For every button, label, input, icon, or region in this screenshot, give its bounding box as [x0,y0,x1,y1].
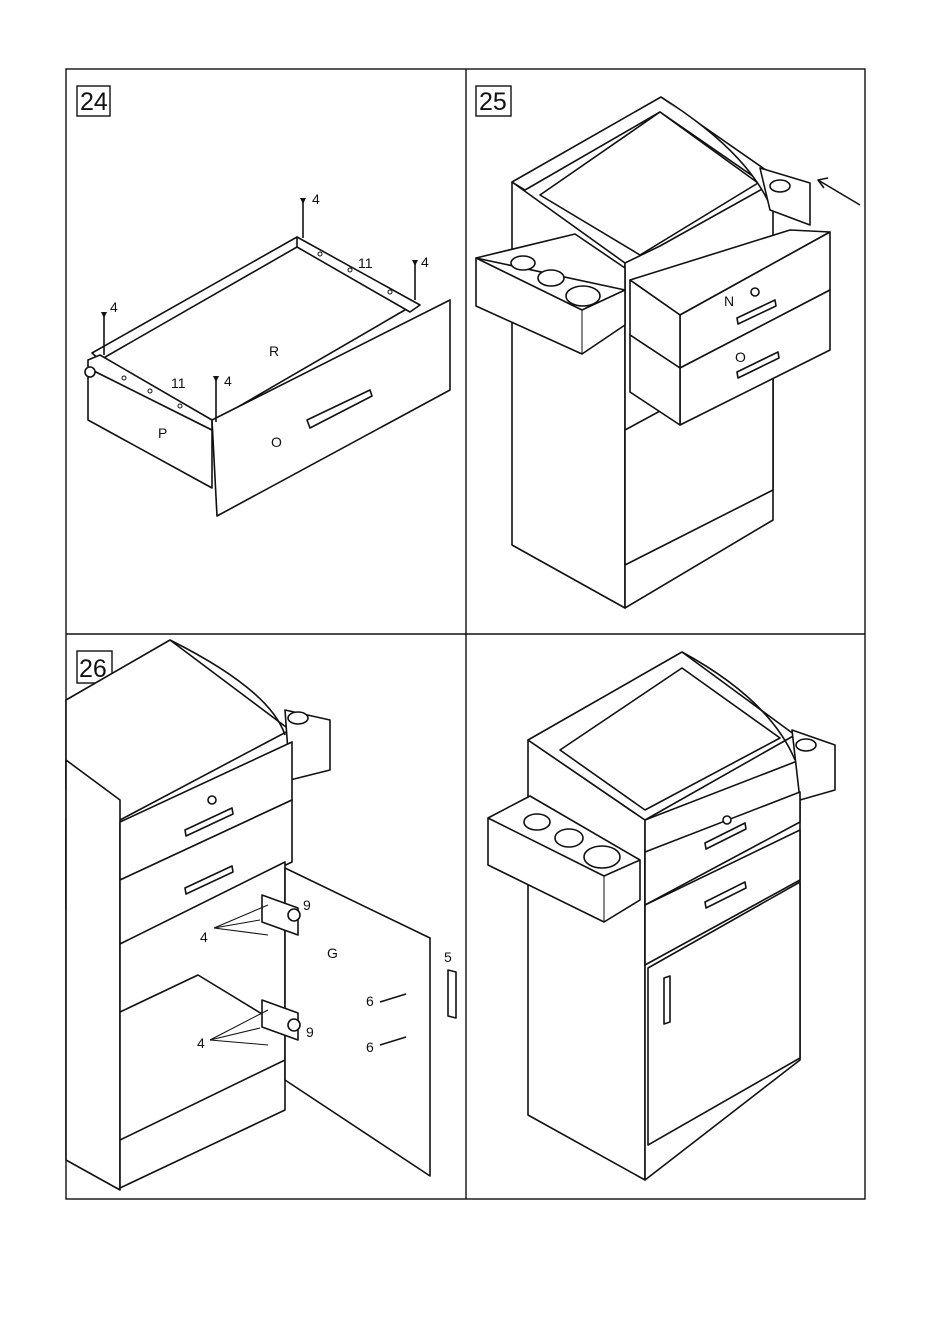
door-hinge-diagram: 9 9 4 4 G 5 6 6 [66,640,456,1190]
label-drawer-o: O [735,349,746,365]
label-panel-r: R [269,343,279,359]
drawer-assembly-diagram: 4 4 4 4 11 11 R P O [85,191,450,516]
label-panel-o: O [271,434,282,450]
finished-cabinet-diagram [488,652,835,1180]
step-24-number: 24 [80,88,108,116]
label-hinge-upper: 9 [303,897,311,913]
label-door-g: G [327,945,338,961]
label-drawer-n: N [724,293,734,309]
step26-cabinet-side [66,760,120,1190]
step-25-panel: 25 [476,86,860,608]
label-screw-left: 4 [110,299,118,315]
label-screw-right: 4 [421,254,429,270]
final-door-handle [664,976,670,1024]
step26-door-g [285,868,430,1176]
label-screw6-upper: 6 [366,993,374,1009]
step-25-number: 25 [479,88,507,116]
cabinet-drawers-diagram: N O [476,97,860,608]
label-panel-p: P [158,425,167,441]
finished-cabinet-panel [488,652,835,1180]
step26-door-handle [448,970,456,1018]
drawer-knob [85,367,95,377]
step-24-panel: 24 [77,86,450,516]
label-hinge-lower: 9 [306,1024,314,1040]
drawer-n-lock [751,288,759,296]
label-rail-front: 11 [171,375,186,391]
step-26-panel: 26 [66,640,456,1190]
label-screw-mid: 4 [224,373,232,389]
holder-ring-small [511,256,535,270]
label-rail-back: 11 [358,255,373,271]
holder-ring-medium [538,270,564,286]
holder-ring-large [566,286,600,306]
label-handle: 5 [444,949,452,965]
label-screws-lower: 4 [197,1035,205,1051]
label-screw6-lower: 6 [366,1039,374,1055]
label-screws-upper: 4 [200,929,208,945]
label-screw-top: 4 [312,191,320,207]
direction-arrow [818,180,860,205]
